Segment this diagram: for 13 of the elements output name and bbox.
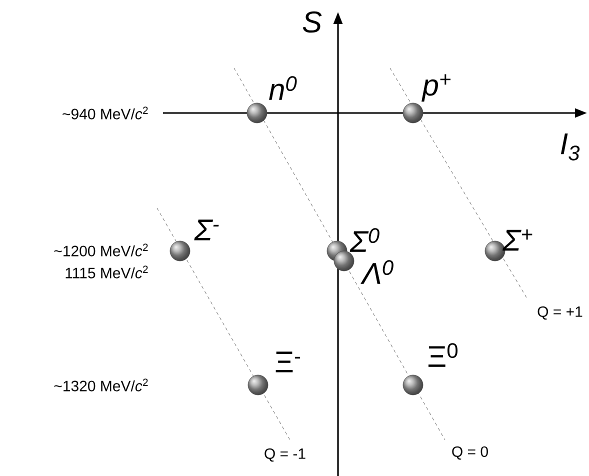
axis-label: I$_{3}$ — [560, 134, 580, 160]
particle-symbol: n$^{0}$ — [269, 76, 297, 100]
particle-symbol: Ξ$^{0}$ — [428, 343, 458, 367]
particle-symbol: Σ$^{+}$ — [502, 229, 532, 251]
particle-symbol: Σ$^{0}$ — [350, 228, 380, 252]
particle-symbol: Λ$^{0}$ — [360, 260, 394, 284]
particle-symbol: Ξ$^{-}$ — [276, 352, 300, 372]
axis-label: S — [302, 11, 322, 33]
mass-label: 1115 MeV/c$^{2}$ — [66, 266, 148, 278]
mass-label: ~1320 MeV/c$^{2}$ — [54, 378, 148, 392]
mass-label: ~940 MeV/c$^{2}$ — [62, 106, 148, 120]
particle-symbol: p$^{+}$ — [422, 74, 450, 102]
particle-symbol: Σ$^{-}$ — [194, 220, 219, 240]
